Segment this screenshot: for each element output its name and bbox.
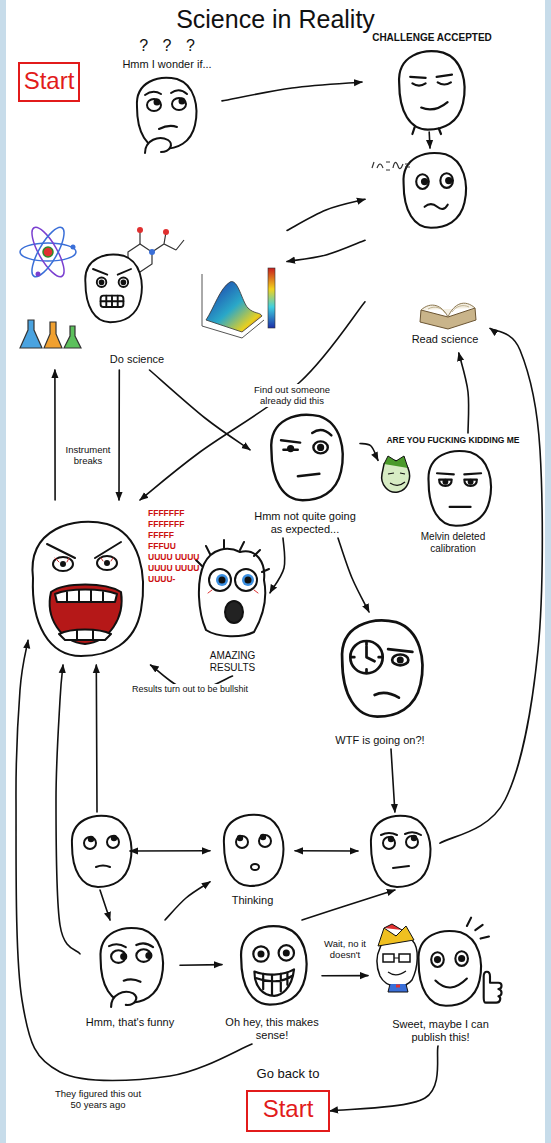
label-holder: Wait, no it doesn't bbox=[320, 938, 370, 961]
caption-text: ? ? ? bbox=[112, 36, 222, 55]
equation-scribble bbox=[372, 162, 410, 170]
flow-arrow bbox=[428, 132, 430, 148]
caption-text: Go back to bbox=[228, 1066, 348, 1082]
label-holder: Instrument breaks bbox=[62, 444, 114, 467]
flow-arrow bbox=[287, 199, 365, 230]
label-holder: Find out someone already did this bbox=[250, 384, 334, 407]
challenge-face bbox=[399, 51, 464, 134]
flow-arrow bbox=[54, 370, 56, 500]
caption-text: FFFFFFF FFFFFFF FFFFF FFFUU UUUU UUUU UU… bbox=[148, 508, 200, 585]
thinking-face bbox=[224, 815, 284, 886]
flow-arrow bbox=[330, 1046, 438, 1111]
start-box: Start bbox=[18, 62, 80, 102]
page-title: Science in Reality bbox=[0, 4, 551, 34]
caption-text: Thinking bbox=[210, 894, 295, 907]
flow-arrow bbox=[270, 538, 285, 593]
amazed-node: AMAZING RESULTS bbox=[195, 548, 270, 676]
edge-label: They figured this out 50 years ago bbox=[48, 1088, 148, 1111]
rage-face bbox=[32, 522, 143, 656]
edge-label: Instrument breaks bbox=[62, 444, 114, 467]
edge-label: Results turn out to be bullshit bbox=[130, 684, 250, 695]
flow-arrow bbox=[222, 82, 362, 101]
doubt-node: Hmm not quite going as expected... bbox=[250, 412, 360, 538]
science-node: Do science bbox=[12, 215, 287, 370]
flow-arrow bbox=[360, 444, 378, 461]
troll-figure bbox=[382, 456, 410, 492]
edge-label: Wait, no it doesn't bbox=[320, 938, 370, 961]
wondering-face bbox=[137, 78, 197, 153]
flow-arrow bbox=[391, 749, 395, 812]
caption-text: WTF is going on?! bbox=[325, 734, 435, 747]
flow-arrow bbox=[150, 370, 251, 450]
flow-arrow bbox=[338, 538, 369, 612]
rage-node: FFFFFFF FFFFFFF FFFFF FFFUU UUUU UUUU UU… bbox=[28, 500, 203, 665]
publish-node: Sweet, maybe I can publish this! bbox=[368, 918, 508, 1046]
title-holder: Science in Reality bbox=[0, 4, 551, 34]
flow-arrow bbox=[118, 370, 120, 500]
caption-text: ARE YOU FUCKING KIDDING ME bbox=[378, 435, 528, 445]
doubt-face bbox=[271, 415, 342, 500]
caption-text: CHALLENGE ACCEPTED bbox=[362, 32, 502, 44]
challenge-node: CHALLENGE ACCEPTED bbox=[362, 32, 502, 132]
open-book bbox=[420, 303, 476, 329]
pondering-node bbox=[358, 812, 440, 890]
caption-text: Start bbox=[248, 1095, 328, 1124]
caption-text: Melvin deleted calibration bbox=[398, 531, 508, 555]
insight-face bbox=[241, 926, 306, 1004]
flow-arrow bbox=[130, 850, 210, 852]
reading-face bbox=[403, 153, 466, 228]
funny-node: Hmm, that's funny bbox=[80, 920, 180, 1033]
science-collage bbox=[20, 223, 275, 348]
pondering-node bbox=[70, 812, 130, 890]
kidding-node: ARE YOU FUCKING KIDDING ME Melvin deleted… bbox=[378, 433, 528, 557]
flow-arrow bbox=[140, 302, 365, 500]
start-box: Go back toStart bbox=[246, 1090, 330, 1132]
flow-arrow bbox=[440, 328, 542, 843]
pondering-face bbox=[72, 816, 132, 887]
caption-text: Read science bbox=[405, 333, 485, 346]
edge-label: Find out someone already did this bbox=[250, 384, 334, 407]
caption-text: Hmm I wonder if... bbox=[112, 58, 222, 71]
label-holder: They figured this out 50 years ago bbox=[48, 1088, 148, 1111]
paper-panel bbox=[6, 0, 545, 1143]
flow-arrow bbox=[56, 665, 80, 954]
flow-arrow bbox=[287, 240, 365, 261]
funny-face bbox=[100, 928, 163, 1007]
caption-text: Hmm not quite going as expected... bbox=[250, 510, 360, 536]
thinking-node: Thinking bbox=[210, 812, 295, 909]
caption-text: Oh hey, this makes sense! bbox=[222, 1016, 322, 1042]
flow-arrow bbox=[96, 665, 98, 812]
wondering-node: ? ? ? Hmm I wonder if... bbox=[112, 36, 222, 154]
caption-text: Start bbox=[20, 67, 78, 96]
reading-node: Read science bbox=[365, 148, 490, 353]
pondering-face bbox=[371, 816, 431, 887]
flow-arrow bbox=[322, 975, 368, 977]
nerd-troll bbox=[377, 924, 417, 992]
wtf-face bbox=[342, 621, 422, 717]
insight-node: Oh hey, this makes sense! bbox=[222, 920, 322, 1044]
caption-text: Sweet, maybe I can publish this! bbox=[383, 1018, 498, 1044]
flow-arrow bbox=[100, 890, 110, 920]
kidding-face bbox=[428, 451, 491, 526]
label-holder: Results turn out to be bullshit bbox=[130, 684, 250, 695]
flow-arrow bbox=[16, 640, 252, 1080]
amazed-face bbox=[196, 540, 269, 636]
caption-text: Do science bbox=[87, 353, 187, 366]
caption-text: Hmm, that's funny bbox=[80, 1016, 180, 1029]
flow-arrow bbox=[295, 850, 358, 852]
wtf-node: WTF is going on?! bbox=[325, 612, 435, 749]
flow-arrow bbox=[459, 353, 469, 433]
publish-face bbox=[418, 918, 501, 1006]
flow-arrow bbox=[302, 890, 395, 920]
flow-arrow bbox=[165, 882, 210, 920]
flow-arrow bbox=[180, 964, 222, 966]
caption-text: AMAZING RESULTS bbox=[195, 650, 270, 674]
